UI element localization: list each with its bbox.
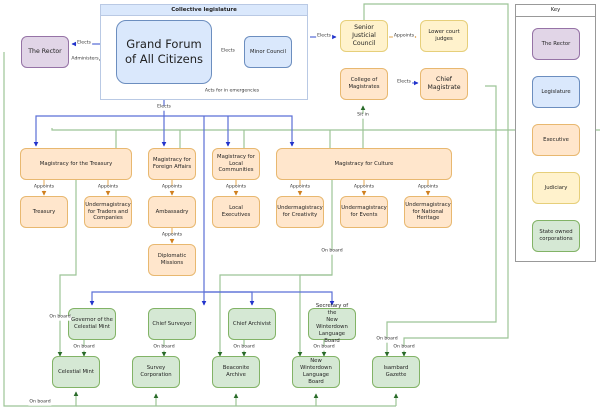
- node-minor-council[interactable]: Minor Council: [244, 36, 292, 68]
- edge-label-on-board: On board: [152, 344, 176, 351]
- edge-label-appoints: Appoints: [416, 184, 440, 191]
- key-item-judiciary: Judiciary: [532, 172, 580, 204]
- node-undermagistracy-traders[interactable]: Undermagistracy for Traders and Companie…: [84, 196, 132, 228]
- node-survey-corporation[interactable]: Survey Corporation: [132, 356, 180, 388]
- edge-label-appoints: Appoints: [288, 184, 312, 191]
- edge-label-elects-judicial: Elects: [316, 33, 332, 40]
- node-magistracy-foreign-affairs[interactable]: Magistracy for Foreign Affairs: [148, 148, 196, 180]
- key-item-legislature: Legislature: [532, 76, 580, 108]
- node-undermagistracy-creativity[interactable]: Undermagistracy for Creativity: [276, 196, 324, 228]
- edge-label-administers: Administers: [70, 56, 100, 63]
- edge-label-appoints: Appoints: [160, 184, 184, 191]
- edge-label-elects-rector: Elects: [76, 40, 92, 47]
- legislature-container-title: Collective legislature: [101, 5, 307, 16]
- edge-label-appoints-lower-court: Appoints: [392, 33, 416, 40]
- edge-label-on-board: On board: [72, 344, 96, 351]
- edge-label-elects-chief-magistrate: Elects: [396, 79, 412, 86]
- node-undermagistracy-events[interactable]: Undermagistracy for Events: [340, 196, 388, 228]
- key-title: Key: [516, 5, 595, 17]
- node-celestial-mint[interactable]: Celestial Mint: [52, 356, 100, 388]
- node-senior-judicial-council[interactable]: Senior Justicial Council: [340, 20, 388, 52]
- node-chief-magistrate[interactable]: Chief Magistrate: [420, 68, 468, 100]
- node-lower-court-judges[interactable]: Lower court judges: [420, 20, 468, 52]
- edge-label-appoints: Appoints: [160, 232, 184, 239]
- node-the-rector[interactable]: The Rector: [21, 36, 69, 68]
- rector-links: [3, 3, 600, 407]
- node-governor-celestial-mint[interactable]: Governor of the Celestial Mint: [68, 308, 116, 340]
- edge-label-acts-for-emergencies: Acts for in emergencies: [203, 88, 261, 95]
- edge-label-on-board: On board: [48, 314, 72, 321]
- edge-label-appoints: Appoints: [224, 184, 248, 191]
- key-item-rector: The Rector: [532, 28, 580, 60]
- edge-label-on-board: On board: [312, 344, 336, 351]
- edge-label-on-board: On board: [392, 344, 416, 351]
- node-magistracy-treasury[interactable]: Magistracy for the Treasury: [20, 148, 132, 180]
- edge-label-elects-magistracies: Elects: [156, 104, 172, 111]
- edge-label-elects-minor: Elects: [220, 48, 236, 55]
- node-local-executives[interactable]: Local Executives: [212, 196, 260, 228]
- key-item-state-owned: State owned corporations: [532, 220, 580, 252]
- node-secretary-language-board[interactable]: Secretary of the New Winterdown Language…: [308, 303, 356, 344]
- edge-label-on-board: On board: [232, 344, 256, 351]
- node-chief-archivist[interactable]: Chief Archivist: [228, 308, 276, 340]
- node-chief-surveyor[interactable]: Chief Surveyor: [148, 308, 196, 340]
- edge-label-appoints: Appoints: [352, 184, 376, 191]
- node-magistracy-local-communities[interactable]: Magistracy for Local Communities: [212, 148, 260, 180]
- edge-label-appoints: Appoints: [96, 184, 120, 191]
- edge-label-on-board: On board: [320, 248, 344, 255]
- node-magistracy-culture[interactable]: Magistracy for Culture: [276, 148, 452, 180]
- node-undermagistracy-heritage[interactable]: Undermagistracy for National Heritage: [404, 196, 452, 228]
- node-beaconite-archive[interactable]: Beaconite Archive: [212, 356, 260, 388]
- edge-label-sit-in: Sit in: [356, 112, 370, 119]
- node-ambassadry[interactable]: Ambassadry: [148, 196, 196, 228]
- node-isambard-gazette[interactable]: Isambard Gazette: [372, 356, 420, 388]
- node-language-board[interactable]: New Winterdown Language Board: [292, 356, 340, 388]
- edge-label-appoints: Appoints: [32, 184, 56, 191]
- node-treasury[interactable]: Treasury: [20, 196, 68, 228]
- node-college-of-magistrates[interactable]: College of Magistrates: [340, 68, 388, 100]
- edge-label-on-board: On board: [28, 399, 52, 406]
- node-diplomatic-missions[interactable]: Diplomatic Missions: [148, 244, 196, 276]
- key-item-executive: Executive: [532, 124, 580, 156]
- edge-label-on-board: On board: [375, 336, 399, 343]
- node-grand-forum[interactable]: Grand Forum of All Citizens: [116, 20, 212, 84]
